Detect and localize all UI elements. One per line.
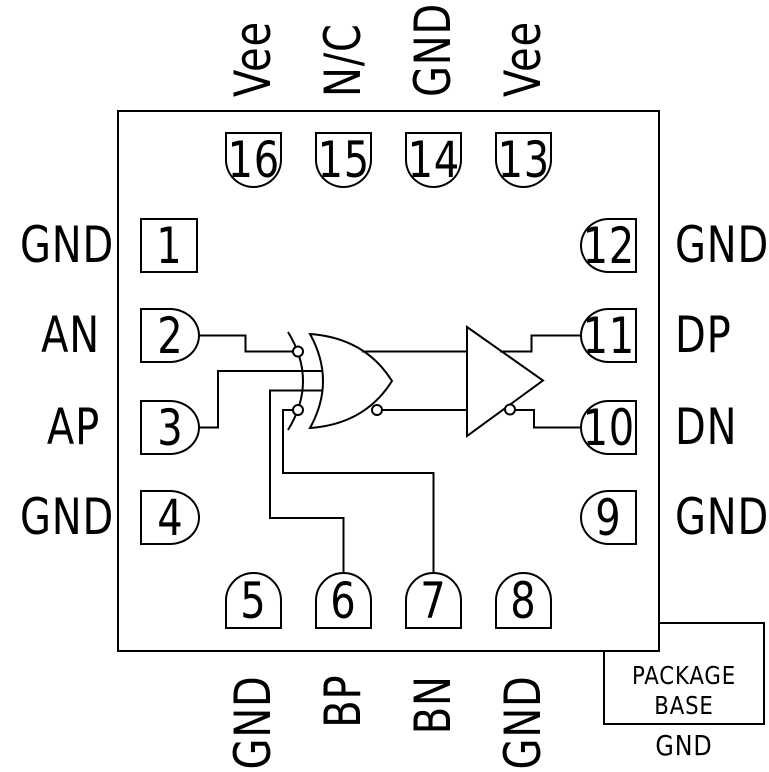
package-outline [117,110,660,652]
pin-12: 12 [580,218,637,273]
pin-16-label: Vee [224,0,282,97]
pin-8: 8 [495,572,552,629]
pin-1-number: 1 [155,216,183,275]
pin-14-label-text: GND [404,2,462,97]
pin-8-label: GND [494,675,552,772]
package-base-text: PACKAGE BASE [617,661,751,721]
pin-4-label: GND [20,488,115,546]
pin-2-number: 2 [156,306,184,365]
pin-4-number: 4 [156,488,184,547]
pin-8-label-text: GND [494,675,552,770]
pin-3-number: 3 [156,398,184,457]
pin-5: 5 [225,572,282,629]
pin-9: 9 [580,490,637,545]
pin-11-label: DP [675,306,732,364]
pin-11-number: 11 [582,306,635,365]
pin-15: 15 [315,132,372,188]
pin-8-number: 8 [510,571,537,630]
pin-6-label-text: BP [314,675,372,729]
pin-2-label: AN [41,306,100,364]
pin-10-number: 10 [582,398,635,457]
pin-11: 11 [580,308,637,363]
package-base-line2: BASE [654,691,714,720]
pin-5-label-text: GND [224,675,282,770]
pin-12-label: GND [675,216,769,274]
pin-7: 7 [405,572,462,629]
pin-12-number: 12 [582,216,635,275]
pin-7-number: 7 [420,571,447,630]
pin-13-label-text: Vee [494,21,552,97]
pin-13-label: Vee [494,0,552,97]
pin-9-number: 9 [595,488,622,547]
pin-3-label: AP [46,398,100,456]
pin-5-label: GND [224,675,282,772]
pin-3: 3 [140,400,200,455]
pin-1-label: GND [20,216,115,274]
pin-14-number: 14 [407,131,460,189]
pin-15-label-text: N/C [314,23,372,97]
pin-16: 16 [225,132,282,188]
package-base-box: PACKAGE BASE [603,622,765,725]
pin-15-number: 15 [317,131,370,189]
pin-14-label: GND [404,0,462,97]
package-base-gnd-label: GND [655,729,713,762]
pin-14: 14 [405,132,462,188]
pin-2: 2 [140,308,200,363]
pin-7-label-text: BN [404,675,462,734]
pin-13-number: 13 [497,131,550,189]
pin-4: 4 [140,490,200,545]
pin-6: 6 [315,572,372,629]
pin-9-label: GND [675,488,769,546]
pin-16-label-text: Vee [224,21,282,97]
pin-15-label: N/C [314,0,372,97]
pin-10: 10 [580,400,637,455]
pin-5-number: 5 [240,571,267,630]
pin-6-number: 6 [330,571,357,630]
pin-1: 1 [140,218,198,273]
pin-16-number: 16 [227,131,280,189]
package-base-line1: PACKAGE [631,661,737,690]
pin-7-label: BN [404,675,462,772]
pin-13: 13 [495,132,552,188]
pin-6-label: BP [314,675,372,772]
pin-10-label: DN [675,398,738,456]
